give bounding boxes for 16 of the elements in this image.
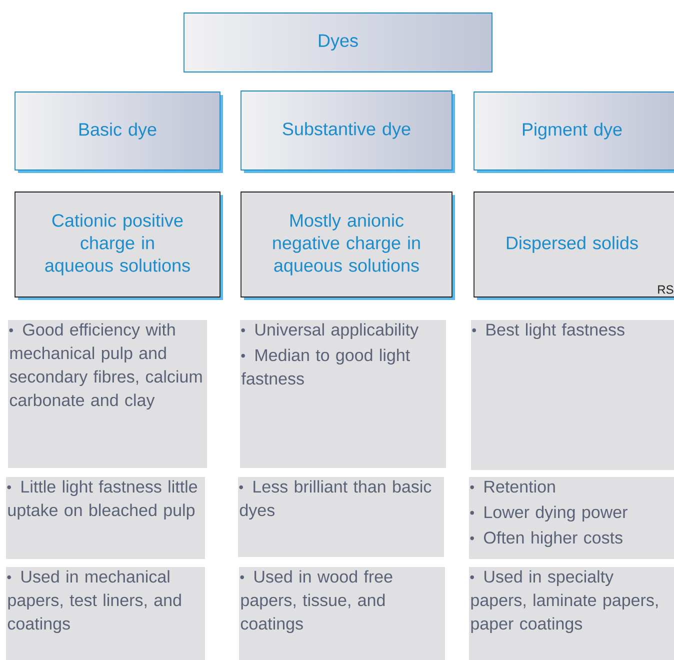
property-cell: Universal applicability Median to good light fastness — [240, 320, 446, 468]
author-initials: RS — [658, 285, 674, 294]
charge-box: Mostly anionic negative charge in aqueous solutions — [240, 192, 455, 300]
property-cell: Used in wood free papers, tissue, and coatings — [239, 567, 445, 660]
dye-type-box: Basic dye — [14, 92, 223, 173]
property-cell: Less brilliant than basic dyes — [238, 477, 444, 557]
charge-box: Cationic positive charge in aqueous solutions — [14, 192, 223, 300]
dye-type-box: Pigment dye — [474, 92, 674, 173]
category-box: Dyes — [184, 12, 492, 72]
property-cell: Used in mechanical papers, test liners, and coatings — [6, 567, 205, 660]
property-cell: Retention Lower dying power Often higher costs — [469, 477, 674, 559]
property-cell: Good efficiency with mechanical pulp and secondary fibres, calcium carbonate and clay — [8, 320, 207, 468]
property-cell: Used in specialty papers, laminate papers, paper coatings — [469, 567, 674, 660]
dye-type-box: Substantive dye — [240, 90, 455, 173]
property-cell: Little light fastness little uptake on bleached pulp — [6, 477, 205, 559]
property-cell: Best light fastness — [471, 320, 674, 470]
